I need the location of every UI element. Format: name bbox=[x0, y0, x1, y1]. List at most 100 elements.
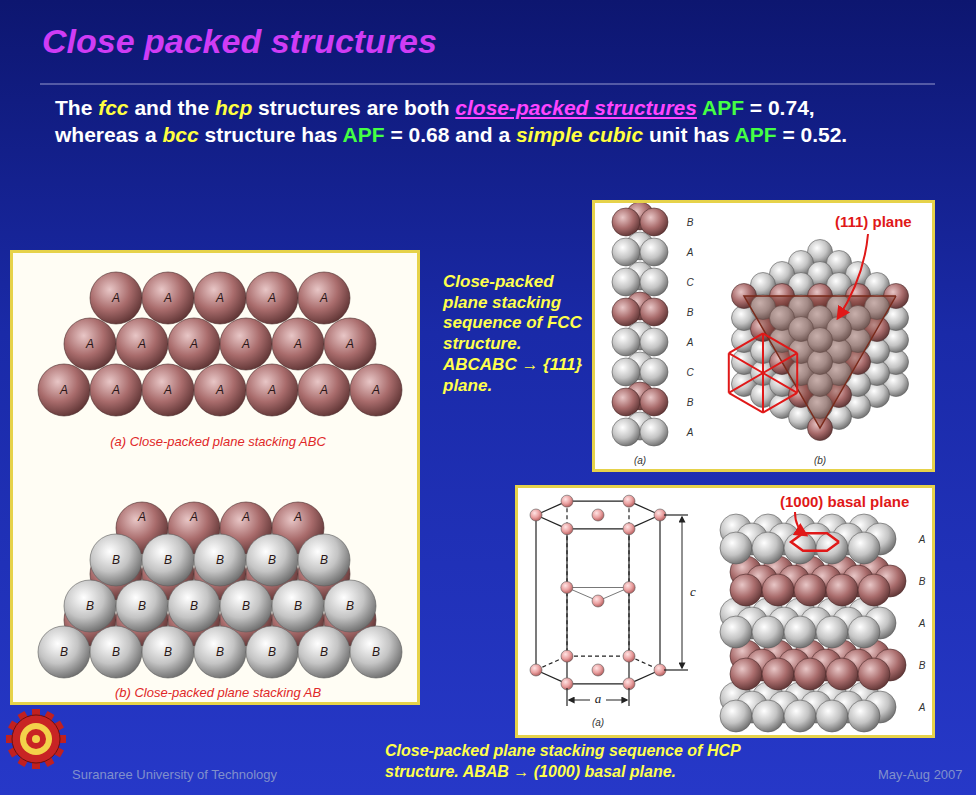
unit-cell-edge bbox=[729, 393, 763, 413]
layer-letter: A bbox=[112, 291, 120, 305]
sphere bbox=[194, 626, 246, 678]
sphere bbox=[530, 664, 542, 676]
sphere bbox=[623, 650, 635, 662]
sphere bbox=[142, 534, 194, 586]
sphere bbox=[168, 318, 220, 370]
sphere bbox=[858, 574, 890, 606]
sphere bbox=[90, 534, 142, 586]
sphere bbox=[794, 658, 826, 690]
unit-cell-edge bbox=[763, 353, 797, 373]
layer-letter: A bbox=[190, 337, 198, 351]
intro-text: structures are both bbox=[258, 96, 449, 119]
layer-letter: A bbox=[346, 337, 354, 351]
layer-letter: A bbox=[687, 337, 694, 348]
sphere bbox=[640, 238, 668, 266]
layer-letter: A bbox=[242, 510, 250, 524]
dimension-line bbox=[682, 517, 683, 668]
layer-letter: A bbox=[919, 618, 926, 629]
sphere bbox=[194, 272, 246, 324]
figure-tag: (b) bbox=[814, 455, 826, 466]
layer-letter: B bbox=[138, 599, 146, 613]
unit-cell-edge bbox=[796, 353, 798, 393]
sphere bbox=[246, 272, 298, 324]
layer-letter: A bbox=[268, 383, 276, 397]
sphere bbox=[640, 208, 668, 236]
figure-panel: (111) plane bbox=[592, 200, 935, 472]
sphere bbox=[272, 580, 324, 632]
sphere bbox=[720, 700, 752, 732]
sphere bbox=[194, 534, 246, 586]
sphere bbox=[612, 388, 640, 416]
layer-letter: B bbox=[320, 553, 328, 567]
sphere bbox=[730, 658, 762, 690]
panel-ground bbox=[515, 485, 935, 738]
sphere bbox=[142, 626, 194, 678]
layer-letter: A bbox=[687, 427, 694, 438]
sphere bbox=[298, 534, 350, 586]
sphere bbox=[762, 574, 794, 606]
figure-tag: (a) bbox=[634, 455, 646, 466]
layer-letter: A bbox=[320, 291, 328, 305]
cell-edge bbox=[535, 515, 536, 670]
intro-text: and the bbox=[134, 96, 209, 119]
sphere bbox=[612, 268, 640, 296]
logo-ring bbox=[20, 723, 52, 755]
111-plane-triangle bbox=[744, 296, 896, 428]
layer-letter: B bbox=[346, 599, 354, 613]
intro-text: APF bbox=[343, 123, 385, 146]
layer-letter: B bbox=[164, 553, 172, 567]
layer-letter: A bbox=[138, 510, 146, 524]
sphere bbox=[561, 650, 573, 662]
sphere bbox=[612, 328, 640, 356]
sphere bbox=[623, 582, 635, 594]
layer-letter: A bbox=[919, 702, 926, 713]
fcc-stack-figure bbox=[612, 202, 668, 446]
extension-line bbox=[664, 669, 688, 670]
title-rule bbox=[40, 84, 935, 85]
sphere bbox=[640, 388, 668, 416]
layer-letter: A bbox=[242, 337, 250, 351]
figure-caption: (b) Close-packed plane stacking AB bbox=[115, 685, 321, 700]
logo-ring bbox=[12, 715, 60, 763]
basal-plane-hexagon bbox=[791, 533, 839, 550]
layer-letter: B bbox=[268, 645, 276, 659]
footer-text: May-Aug 2007 bbox=[878, 767, 963, 782]
cell-edge bbox=[567, 683, 629, 684]
intro-text: simple cubic bbox=[516, 123, 643, 146]
layer-letter: A bbox=[216, 291, 224, 305]
layer-letter: B bbox=[919, 660, 926, 671]
sphere bbox=[324, 318, 376, 370]
sphere bbox=[762, 658, 794, 690]
sphere bbox=[592, 664, 604, 676]
sphere bbox=[350, 364, 402, 416]
layer-letter: A bbox=[294, 510, 302, 524]
sphere bbox=[640, 418, 668, 446]
sphere bbox=[612, 208, 640, 236]
cell-edge bbox=[567, 656, 629, 657]
sphere bbox=[784, 700, 816, 732]
sphere bbox=[530, 509, 542, 521]
layer-letter: B bbox=[320, 645, 328, 659]
unit-cell-edge bbox=[729, 333, 763, 353]
cell-edge bbox=[567, 528, 629, 529]
sphere bbox=[220, 580, 272, 632]
intro-text: fcc bbox=[98, 96, 128, 119]
sphere bbox=[794, 574, 826, 606]
sphere bbox=[752, 616, 784, 648]
figure-caption: (a) Close-packed plane stacking ABC bbox=[110, 434, 326, 449]
sphere bbox=[38, 364, 90, 416]
sphere bbox=[38, 626, 90, 678]
sphere bbox=[816, 700, 848, 732]
sphere bbox=[272, 318, 324, 370]
intro-text: close-packed structures bbox=[455, 96, 697, 119]
sphere bbox=[752, 700, 784, 732]
sphere bbox=[64, 318, 116, 370]
layer-letter: B bbox=[919, 576, 926, 587]
panel-grounds bbox=[10, 200, 935, 738]
layer-letter: B bbox=[112, 553, 120, 567]
sphere bbox=[816, 616, 848, 648]
sphere bbox=[612, 418, 640, 446]
